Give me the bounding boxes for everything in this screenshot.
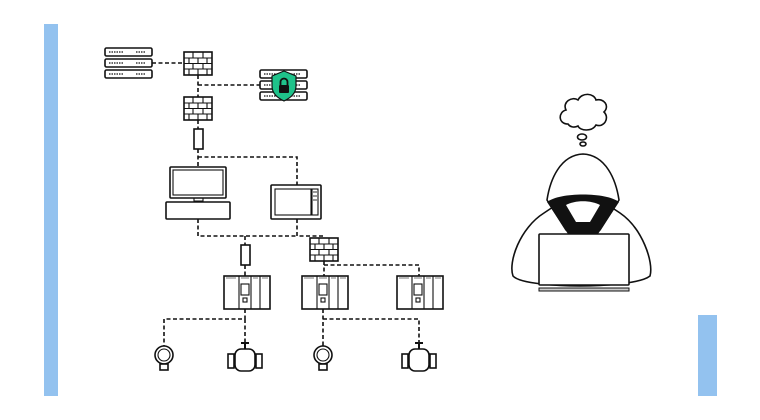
accent-bar-left [44, 24, 58, 396]
network-links [152, 62, 420, 346]
accent-bar-right [698, 315, 717, 396]
hmi-panel-icon [270, 184, 322, 220]
plc-icon [301, 275, 349, 310]
sensor-icon [154, 345, 174, 371]
firewall-icon [183, 96, 213, 121]
plc-icon [396, 275, 444, 310]
firewall-icon [309, 237, 339, 262]
valve-icon [401, 342, 437, 372]
network-coupler-icon [193, 128, 204, 150]
shield-lock-icon [271, 70, 297, 102]
plc-icon [223, 275, 271, 310]
server-rack-icon [104, 47, 153, 79]
valve-icon [227, 342, 263, 372]
laptop-icon [538, 233, 630, 292]
sensor-icon [313, 345, 333, 371]
hacker-icon [511, 93, 652, 292]
secure-server-icon [259, 69, 308, 102]
thought-cloud-icon [559, 93, 608, 147]
firewall-icon [183, 51, 213, 76]
workstation-icon [165, 166, 231, 220]
network-coupler-icon [240, 244, 251, 266]
